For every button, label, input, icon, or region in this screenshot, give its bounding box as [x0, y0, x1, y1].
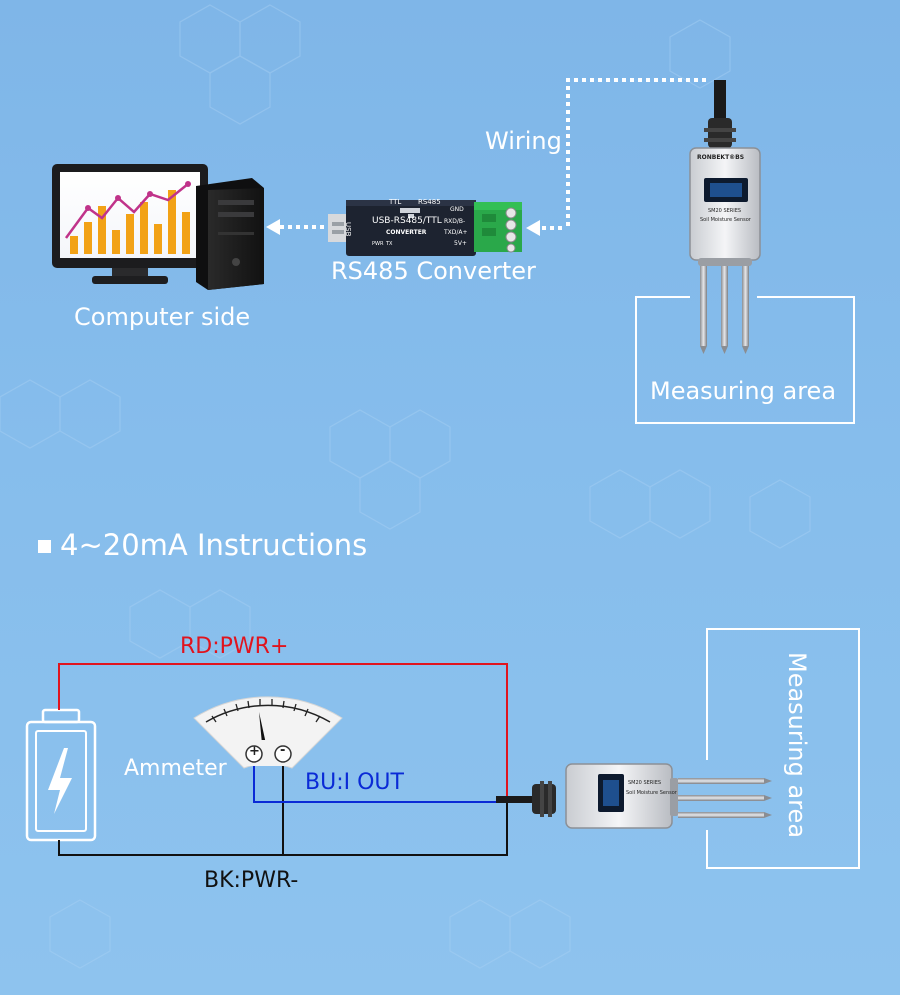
converter-5v-text: 5V+ [454, 240, 467, 247]
bottom-sensor-name-text: Soil Moisture Sensor [626, 790, 677, 796]
top-measuring-area-box [635, 296, 855, 424]
pwr-minus-label: BK:PWR- [204, 868, 299, 893]
dotted-wiring-path [526, 78, 706, 236]
top-soil-sensor [689, 80, 761, 354]
computer-side-label: Computer side [74, 303, 251, 331]
ammeter-label: Ammeter [124, 756, 227, 781]
ammeter-plus-sign: + [249, 744, 260, 759]
converter-rxd-text: RXD/B- [444, 218, 466, 225]
pwr-plus-label: RD:PWR+ [180, 634, 289, 659]
section-title: 4~20mA Instructions [60, 528, 368, 562]
section-bullet [38, 540, 51, 553]
ammeter-minus-sign: - [280, 743, 286, 758]
top-sensor-series-text: SM20 SERIES [708, 208, 742, 214]
computer-monitor-icon [52, 164, 208, 284]
bottom-measuring-area-box [706, 628, 860, 869]
monitor-chart-bars [70, 190, 190, 254]
hexagon-pattern [0, 4, 811, 969]
battery-icon [25, 708, 97, 842]
converter-tx-text: TX [386, 241, 393, 247]
dotted-arrow-to-computer [266, 219, 324, 235]
red-wire [58, 663, 508, 798]
converter-usb-text: USB [344, 222, 352, 237]
converter-model-text: USB-RS485/TTL [372, 216, 442, 226]
wiring-label: Wiring [485, 127, 562, 155]
converter-gnd-text: GND [450, 206, 464, 213]
converter-txd-text: TXD/A+ [444, 229, 468, 236]
bottom-soil-sensor [496, 763, 772, 829]
bottom-sensor-series-text: SM20 SERIES [628, 780, 662, 786]
top-sensor-name-text: Soil Moisture Sensor [700, 217, 751, 223]
bottom-measuring-area-label: Measuring area [783, 652, 811, 839]
rs485-converter-device [346, 200, 476, 256]
top-measuring-area-label: Measuring area [650, 377, 837, 405]
top-sensor-brand-text: RONBEKT®BS [697, 154, 745, 161]
usb-plug-icon [328, 214, 348, 242]
converter-ttl-text: TTL [389, 198, 402, 206]
blue-wire [253, 754, 512, 803]
computer-tower-icon [196, 178, 264, 290]
converter-converter-text: CONVERTER [386, 229, 427, 236]
converter-pwr-text: PWR [372, 241, 384, 247]
iout-label: BU:I OUT [305, 770, 404, 795]
converter-rs485-text: RS485 [418, 198, 441, 206]
terminal-block [474, 202, 522, 253]
ammeter-icon [193, 696, 343, 769]
rs485-converter-label: RS485 Converter [331, 257, 536, 285]
